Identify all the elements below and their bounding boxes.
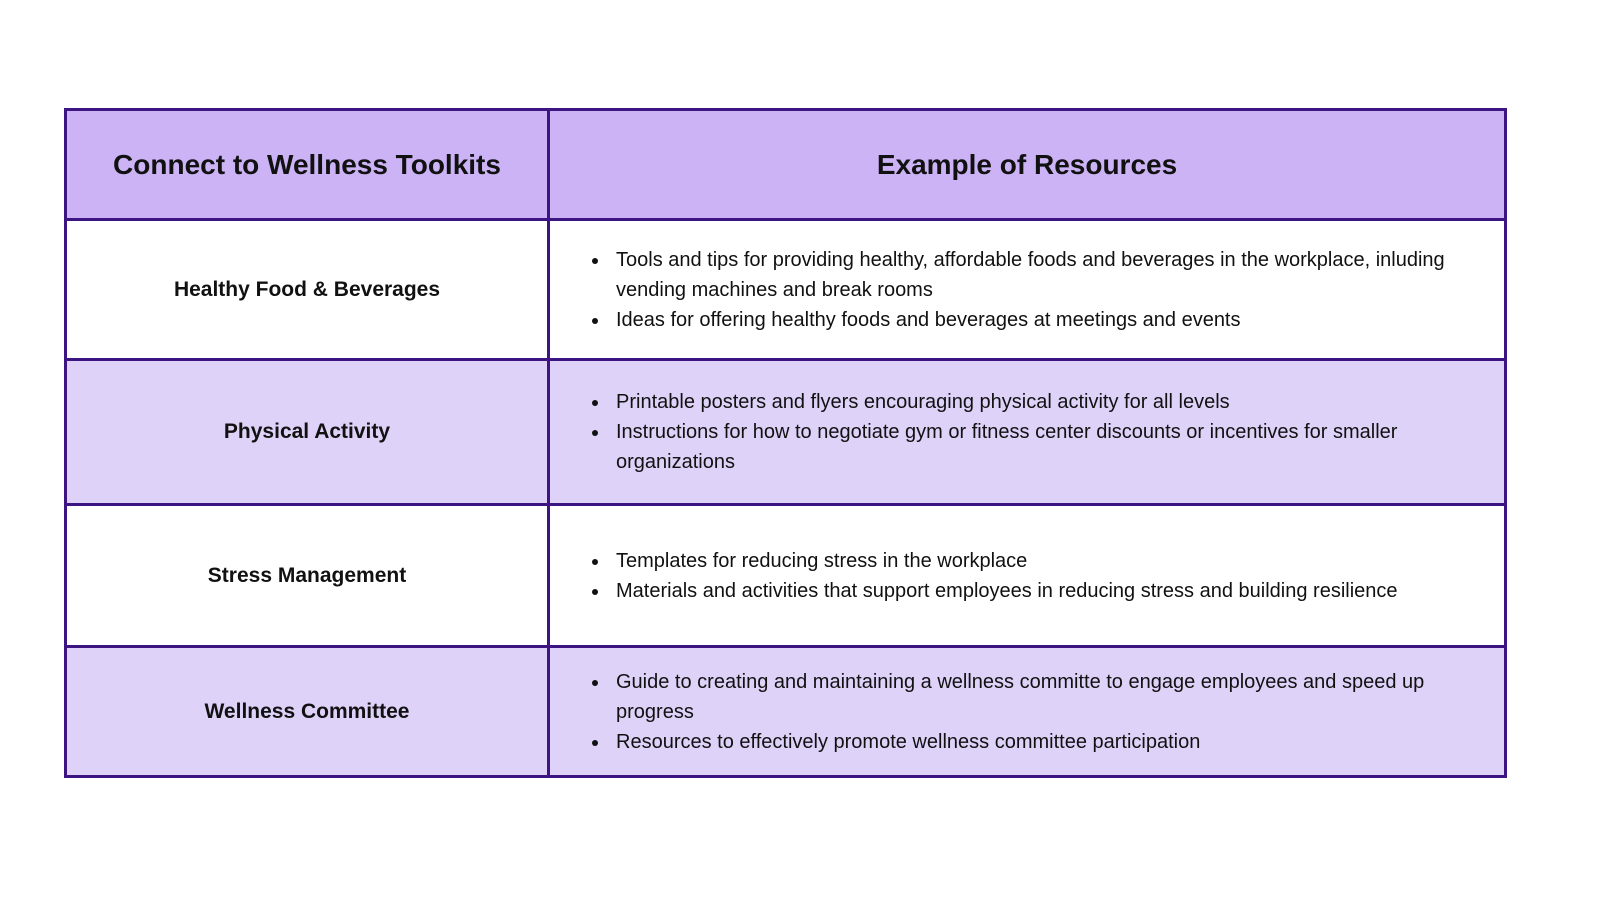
row-label-wellness-committee: Wellness Committee [64,645,550,778]
bullet-item: Ideas for offering healthy foods and bev… [610,305,1464,335]
row-label-stress-management: Stress Management [64,503,550,648]
header-toolkits: Connect to Wellness Toolkits [64,108,550,221]
bullet-list: Templates for reducing stress in the wor… [586,546,1464,606]
table-header-row: Connect to Wellness Toolkits Example of … [64,108,1507,221]
row-resources-stress-management: Templates for reducing stress in the wor… [547,503,1507,648]
bullet-item: Instructions for how to negotiate gym or… [610,417,1464,477]
bullet-list: Guide to creating and maintaining a well… [586,667,1464,757]
bullet-item: Printable posters and flyers encouraging… [610,387,1464,417]
table-row-stress-management: Stress Management Templates for reducing… [64,503,1507,648]
bullet-list: Tools and tips for providing healthy, af… [586,245,1464,335]
bullet-item: Tools and tips for providing healthy, af… [610,245,1464,305]
table-row-wellness-committee: Wellness Committee Guide to creating and… [64,645,1507,778]
row-resources-healthy-food: Tools and tips for providing healthy, af… [547,218,1507,361]
header-resources: Example of Resources [547,108,1507,221]
bullet-item: Guide to creating and maintaining a well… [610,667,1464,727]
bullet-list: Printable posters and flyers encouraging… [586,387,1464,477]
bullet-item: Resources to effectively promote wellnes… [610,727,1464,757]
bullet-item: Materials and activities that support em… [610,576,1464,606]
row-resources-wellness-committee: Guide to creating and maintaining a well… [547,645,1507,778]
table-row-physical-activity: Physical Activity Printable posters and … [64,358,1507,506]
row-label-physical-activity: Physical Activity [64,358,550,506]
wellness-toolkits-table: Connect to Wellness Toolkits Example of … [64,108,1507,778]
bullet-item: Templates for reducing stress in the wor… [610,546,1464,576]
row-resources-physical-activity: Printable posters and flyers encouraging… [547,358,1507,506]
row-label-healthy-food: Healthy Food & Beverages [64,218,550,361]
table-row-healthy-food: Healthy Food & Beverages Tools and tips … [64,218,1507,361]
